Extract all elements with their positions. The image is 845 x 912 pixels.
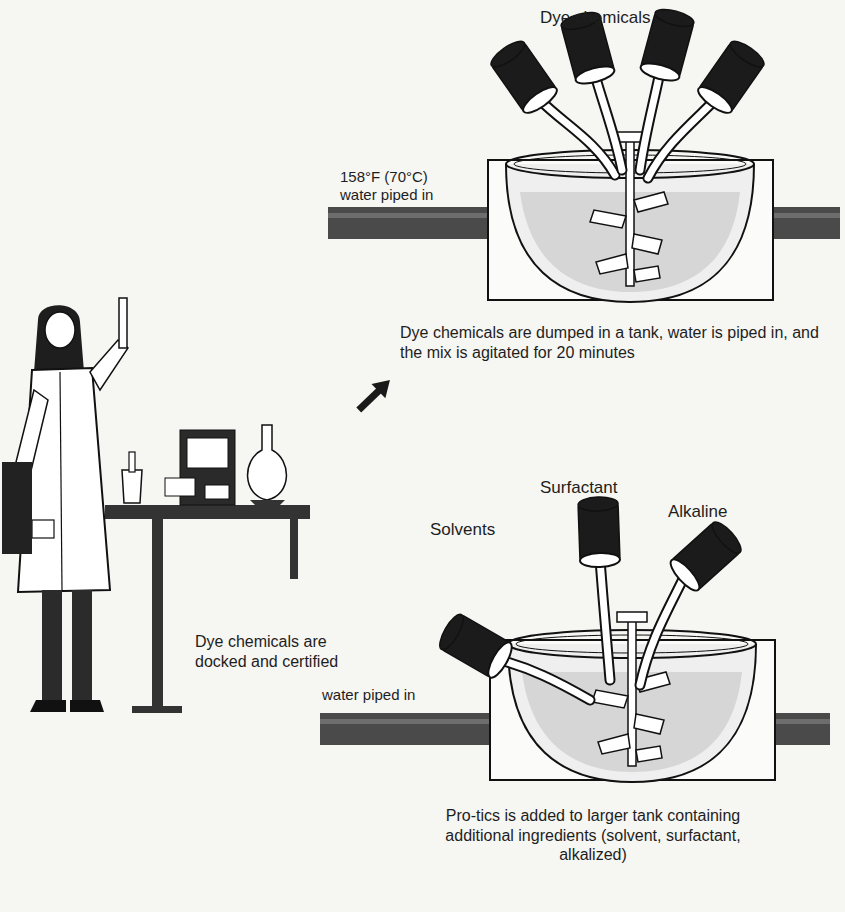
mixing-tank bbox=[490, 612, 775, 782]
table-top bbox=[105, 505, 310, 519]
leg bbox=[42, 590, 62, 700]
table-support bbox=[290, 519, 298, 579]
test-tube bbox=[119, 298, 127, 348]
coat-seam bbox=[60, 372, 62, 590]
mixing-tank bbox=[488, 132, 773, 302]
flow-arrow bbox=[359, 380, 390, 410]
face bbox=[45, 312, 75, 348]
scene-text: Dye chemicals bbox=[540, 8, 700, 29]
lab-table bbox=[105, 425, 310, 713]
pour-stream-outline bbox=[595, 75, 622, 170]
clipboard bbox=[2, 462, 32, 554]
instrument-panel bbox=[165, 478, 195, 496]
pour-stream-outline bbox=[640, 575, 685, 685]
solvent-bucket bbox=[435, 611, 516, 681]
scene-panel: Solvents SurfactantAlkaline water piped in… bbox=[320, 470, 845, 910]
instrument-panel bbox=[205, 485, 229, 499]
lab-technician bbox=[2, 298, 128, 712]
arrow-head bbox=[371, 380, 389, 398]
shoe bbox=[70, 700, 104, 712]
flask bbox=[248, 425, 287, 500]
arrow-shaft bbox=[359, 390, 380, 410]
dye-bucket bbox=[487, 37, 560, 117]
scene-text: water piped in bbox=[322, 686, 472, 704]
pour-stream bbox=[500, 660, 590, 700]
instrument-window bbox=[187, 438, 228, 468]
pour-stream bbox=[648, 100, 715, 178]
scene-text: Dye chemicals are docked and certified bbox=[195, 632, 380, 671]
scene-text: Alkaline bbox=[668, 502, 768, 523]
beaker-neck bbox=[129, 452, 135, 472]
scene-text: Pro-tics is added to larger tank contain… bbox=[433, 806, 753, 865]
pour-stream-outline bbox=[648, 100, 715, 178]
pour-stream bbox=[600, 560, 610, 680]
leg bbox=[72, 590, 92, 700]
scene-text: Solvents bbox=[430, 520, 530, 541]
dye-bucket bbox=[695, 37, 768, 117]
shoe bbox=[30, 700, 66, 712]
flask-stand bbox=[250, 500, 285, 505]
coat-pocket bbox=[32, 520, 54, 538]
hair bbox=[34, 305, 84, 372]
pour-streams bbox=[500, 560, 685, 700]
scene-text: Dye chemicals are dumped in a tank, wate… bbox=[400, 323, 830, 362]
surfactant-bucket bbox=[578, 496, 620, 567]
table-foot bbox=[132, 706, 182, 713]
scene-text: Surfactant bbox=[540, 478, 660, 499]
pour-stream-outline bbox=[600, 560, 610, 680]
scene-panel: Dye chemicals 158°F (70°C) water piped in… bbox=[330, 0, 845, 380]
pour-stream bbox=[595, 75, 622, 170]
scene-panel: Dye chemicals are docked and certified bbox=[0, 410, 390, 725]
pour-stream bbox=[640, 575, 685, 685]
pour-stream-outline bbox=[500, 660, 590, 700]
pour-streams bbox=[540, 72, 715, 178]
beaker bbox=[122, 470, 142, 503]
table-leg bbox=[152, 519, 163, 709]
alkaline-bucket bbox=[666, 518, 745, 595]
scene-text: 158°F (70°C) water piped in bbox=[340, 168, 468, 205]
